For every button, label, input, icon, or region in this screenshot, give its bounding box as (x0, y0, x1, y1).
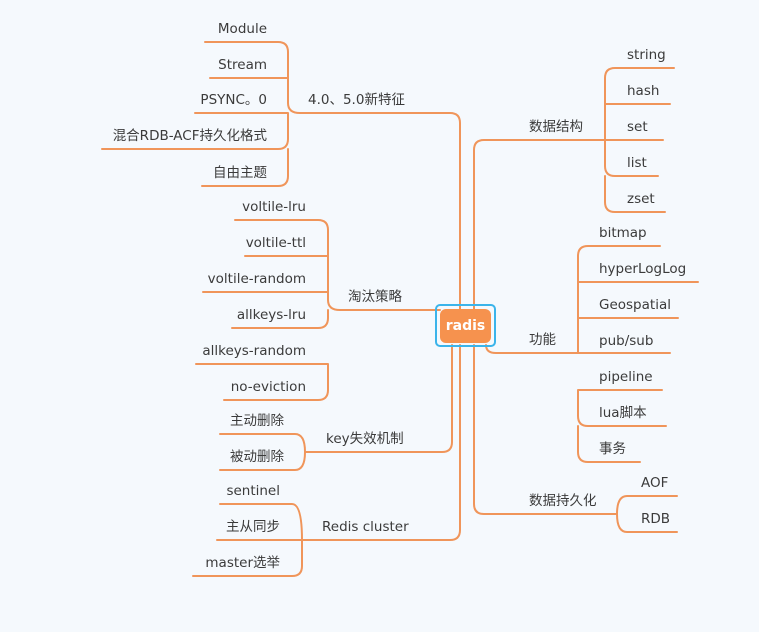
branch-persistence[interactable]: 数据持久化 (529, 493, 597, 509)
leaf-voltile-ttl[interactable]: voltile-ttl (245, 235, 306, 251)
leaf-module[interactable]: Module (217, 21, 267, 37)
leaf-pipeline[interactable]: pipeline (599, 369, 653, 385)
leaf-string[interactable]: string (627, 47, 666, 63)
leaf-no-eviction[interactable]: no-eviction (230, 379, 306, 395)
leaf-rdb-aof-hybrid[interactable]: 混合RDB-ACF持久化格式 (112, 128, 267, 144)
branch-key-expiry[interactable]: key失效机制 (326, 431, 404, 447)
link-data-structures-children (604, 67, 675, 213)
leaf-aof[interactable]: AOF (641, 475, 669, 491)
leaf-bitmap[interactable]: bitmap (599, 225, 647, 241)
leaf-voltile-random[interactable]: voltile-random (207, 271, 306, 287)
leaf-voltile-lru[interactable]: voltile-lru (242, 199, 306, 215)
leaf-free-topic[interactable]: 自由主题 (213, 165, 267, 181)
leaf-active-delete[interactable]: 主动删除 (230, 413, 284, 429)
leaf-stream[interactable]: Stream (218, 57, 267, 73)
branch-eviction[interactable]: 淘汰策略 (348, 289, 402, 305)
link-cluster-children (192, 503, 303, 577)
leaf-transaction[interactable]: 事务 (599, 441, 626, 457)
leaf-psync[interactable]: PSYNC。0 (200, 92, 267, 108)
leaf-geospatial[interactable]: Geospatial (599, 297, 671, 313)
leaf-allkeys-lru[interactable]: allkeys-lru (236, 307, 306, 323)
link-features-right-children (577, 245, 699, 463)
link-data-structures (473, 139, 606, 311)
leaf-set[interactable]: set (627, 119, 648, 135)
leaf-sentinel[interactable]: sentinel (226, 483, 280, 499)
branch-redis-cluster[interactable]: Redis cluster (322, 519, 409, 535)
link-eviction-children (195, 219, 341, 401)
branch-functions[interactable]: 功能 (529, 332, 556, 348)
link-cluster (301, 344, 461, 541)
branch-data-structures[interactable]: 数据结构 (529, 119, 583, 135)
leaf-hash[interactable]: hash (627, 83, 660, 99)
branch-features[interactable]: 4.0、5.0新特征 (308, 92, 405, 108)
leaf-list[interactable]: list (627, 155, 647, 171)
leaf-pub-sub[interactable]: pub/sub (599, 333, 654, 349)
link-persistence-children (616, 495, 678, 533)
leaf-master-election[interactable]: master选举 (205, 555, 280, 571)
link-features-children (101, 41, 301, 187)
leaf-zset[interactable]: zset (627, 191, 655, 207)
link-key-expiry (304, 344, 453, 453)
root-node-outline (435, 304, 496, 347)
leaf-hyperloglog[interactable]: hyperLogLog (599, 261, 687, 277)
leaf-master-slave-sync[interactable]: 主从同步 (226, 519, 280, 535)
link-persistence (473, 344, 618, 515)
link-features (299, 112, 461, 323)
leaf-lua-script[interactable]: lua脚本 (599, 405, 647, 421)
leaf-rdb[interactable]: RDB (641, 511, 671, 527)
root-node[interactable]: radis (440, 309, 491, 343)
link-key-expiry-children (219, 433, 306, 471)
leaf-allkeys-random[interactable]: allkeys-random (202, 343, 306, 359)
leaf-passive-delete[interactable]: 被动删除 (230, 449, 284, 465)
